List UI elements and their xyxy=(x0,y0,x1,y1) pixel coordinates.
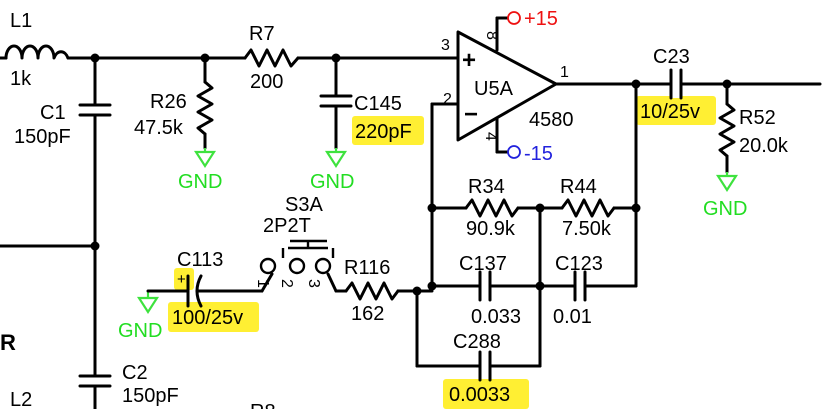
opamp-plus-sign: + xyxy=(462,47,476,74)
negative-rail-label: -15 xyxy=(524,143,553,165)
highlight-c288-value xyxy=(443,379,529,409)
l1-value: 1k xyxy=(10,68,32,90)
r44-ref: R44 xyxy=(560,176,597,198)
feedback-capacitor-row xyxy=(430,206,638,302)
c123-value: 0.01 xyxy=(553,306,592,328)
r26-ref: R26 xyxy=(150,91,187,113)
c123-ref: C123 xyxy=(555,253,603,275)
l1-ref: L1 xyxy=(10,10,32,32)
c23-value: 10/25v xyxy=(640,101,700,123)
c145-ref: C145 xyxy=(354,93,402,115)
c145-value: 220pF xyxy=(355,121,412,143)
c113-ref: C113 xyxy=(177,249,223,271)
resistor-r44 xyxy=(560,198,616,218)
r116-value: 162 xyxy=(351,303,384,325)
highlight-c145-value xyxy=(352,116,424,145)
feedback-resistor-row xyxy=(430,198,638,218)
resistor-r34 xyxy=(464,198,520,218)
r52-value: 20.0k xyxy=(739,135,789,157)
capacitor-c145 xyxy=(319,56,353,150)
c23-ref: C23 xyxy=(653,46,690,68)
pin-3-label: 3 xyxy=(441,37,450,54)
r26-value: 47.5k xyxy=(134,117,184,139)
highlight-c23-value xyxy=(636,96,716,125)
c137-value: 0.033 xyxy=(471,306,521,328)
junction xyxy=(412,286,422,296)
capacitor-c1 xyxy=(78,56,112,248)
c1-ref: C1 xyxy=(40,102,66,124)
opamp-minus-sign: − xyxy=(464,101,478,128)
c288-ref: C288 xyxy=(453,331,501,353)
switch-s3a xyxy=(259,239,338,293)
pin-8-label: 8 xyxy=(483,31,500,40)
resistor-r26 xyxy=(196,56,214,150)
r116-ref: R116 xyxy=(344,257,390,279)
s3a-pin-1: 1 xyxy=(254,279,271,288)
s3a-ref: S3A xyxy=(285,194,323,216)
s3a-type: 2P2T xyxy=(263,215,311,237)
inductor-l1 xyxy=(4,44,70,60)
highlight-c113-value xyxy=(168,302,259,332)
r8-ref: R8 xyxy=(250,401,276,409)
r7-value: 200 xyxy=(250,71,283,93)
ground-symbol-c113 xyxy=(136,291,160,315)
ground-symbol-c145 xyxy=(324,148,348,169)
c1-value: 150pF xyxy=(14,126,71,148)
ground-symbol-r26 xyxy=(193,148,217,169)
opamp-ref: U5A xyxy=(474,78,514,100)
r34-value: 90.9k xyxy=(466,218,516,240)
capacitor-c2 xyxy=(78,244,112,409)
junction xyxy=(631,203,641,213)
c2-ref: C2 xyxy=(122,362,148,384)
top-signal-path xyxy=(0,44,460,68)
r7-ref: R7 xyxy=(249,23,275,45)
c2-value: 150pF xyxy=(122,385,179,407)
capacitor-c288 xyxy=(415,284,542,382)
c288-value: 0.0033 xyxy=(449,384,510,406)
s3a-pin-3: 3 xyxy=(305,279,322,288)
gnd-label-r52: GND xyxy=(703,198,747,220)
positive-rail-label: +15 xyxy=(524,8,558,30)
pin-1-label: 1 xyxy=(560,64,569,81)
pin-4-label: 4 xyxy=(482,132,499,141)
capacitor-c113 xyxy=(186,274,264,308)
opamp-part-number: 4580 xyxy=(529,109,574,131)
r52-ref: R52 xyxy=(739,107,776,129)
c113-value: 100/25v xyxy=(172,307,243,329)
pin-2-label: 2 xyxy=(443,91,452,108)
c137-ref: C137 xyxy=(459,253,507,275)
resistor-r52 xyxy=(718,82,736,174)
gnd-label-c145: GND xyxy=(310,171,354,193)
r44-value: 7.50k xyxy=(562,218,612,240)
gnd-label-r26: GND xyxy=(178,171,222,193)
junction xyxy=(427,281,437,291)
ground-symbol-r52 xyxy=(715,172,739,193)
resistor-r7 xyxy=(243,48,300,68)
channel-label: R xyxy=(0,330,16,355)
r34-ref: R34 xyxy=(468,176,505,198)
s3a-pin-2: 2 xyxy=(278,279,295,288)
junction xyxy=(427,203,437,213)
gnd-label-c113: GND xyxy=(118,320,162,342)
l2-ref: L2 xyxy=(10,389,32,409)
c113-polarity: + xyxy=(177,271,186,288)
capacitor-c23 xyxy=(669,68,683,100)
opamp-u5a xyxy=(430,11,822,288)
